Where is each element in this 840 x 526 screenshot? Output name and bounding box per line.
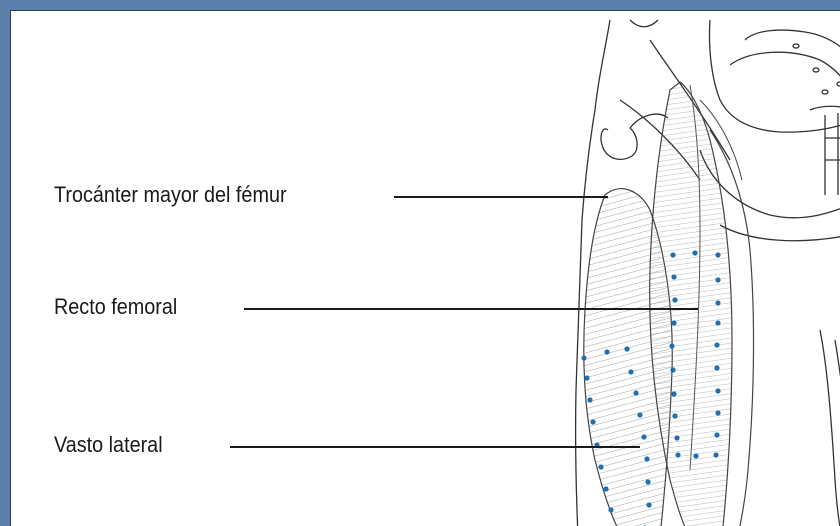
- label-vastus-lateralis: Vasto lateral: [54, 434, 163, 456]
- leader-line-rectus-femoris: [244, 308, 698, 310]
- label-trochanter: Trocánter mayor del fémur: [54, 184, 287, 206]
- leader-line-vastus-lateralis: [230, 446, 640, 448]
- leader-line-trochanter: [394, 196, 608, 198]
- label-rectus-femoris: Recto femoral: [54, 296, 177, 318]
